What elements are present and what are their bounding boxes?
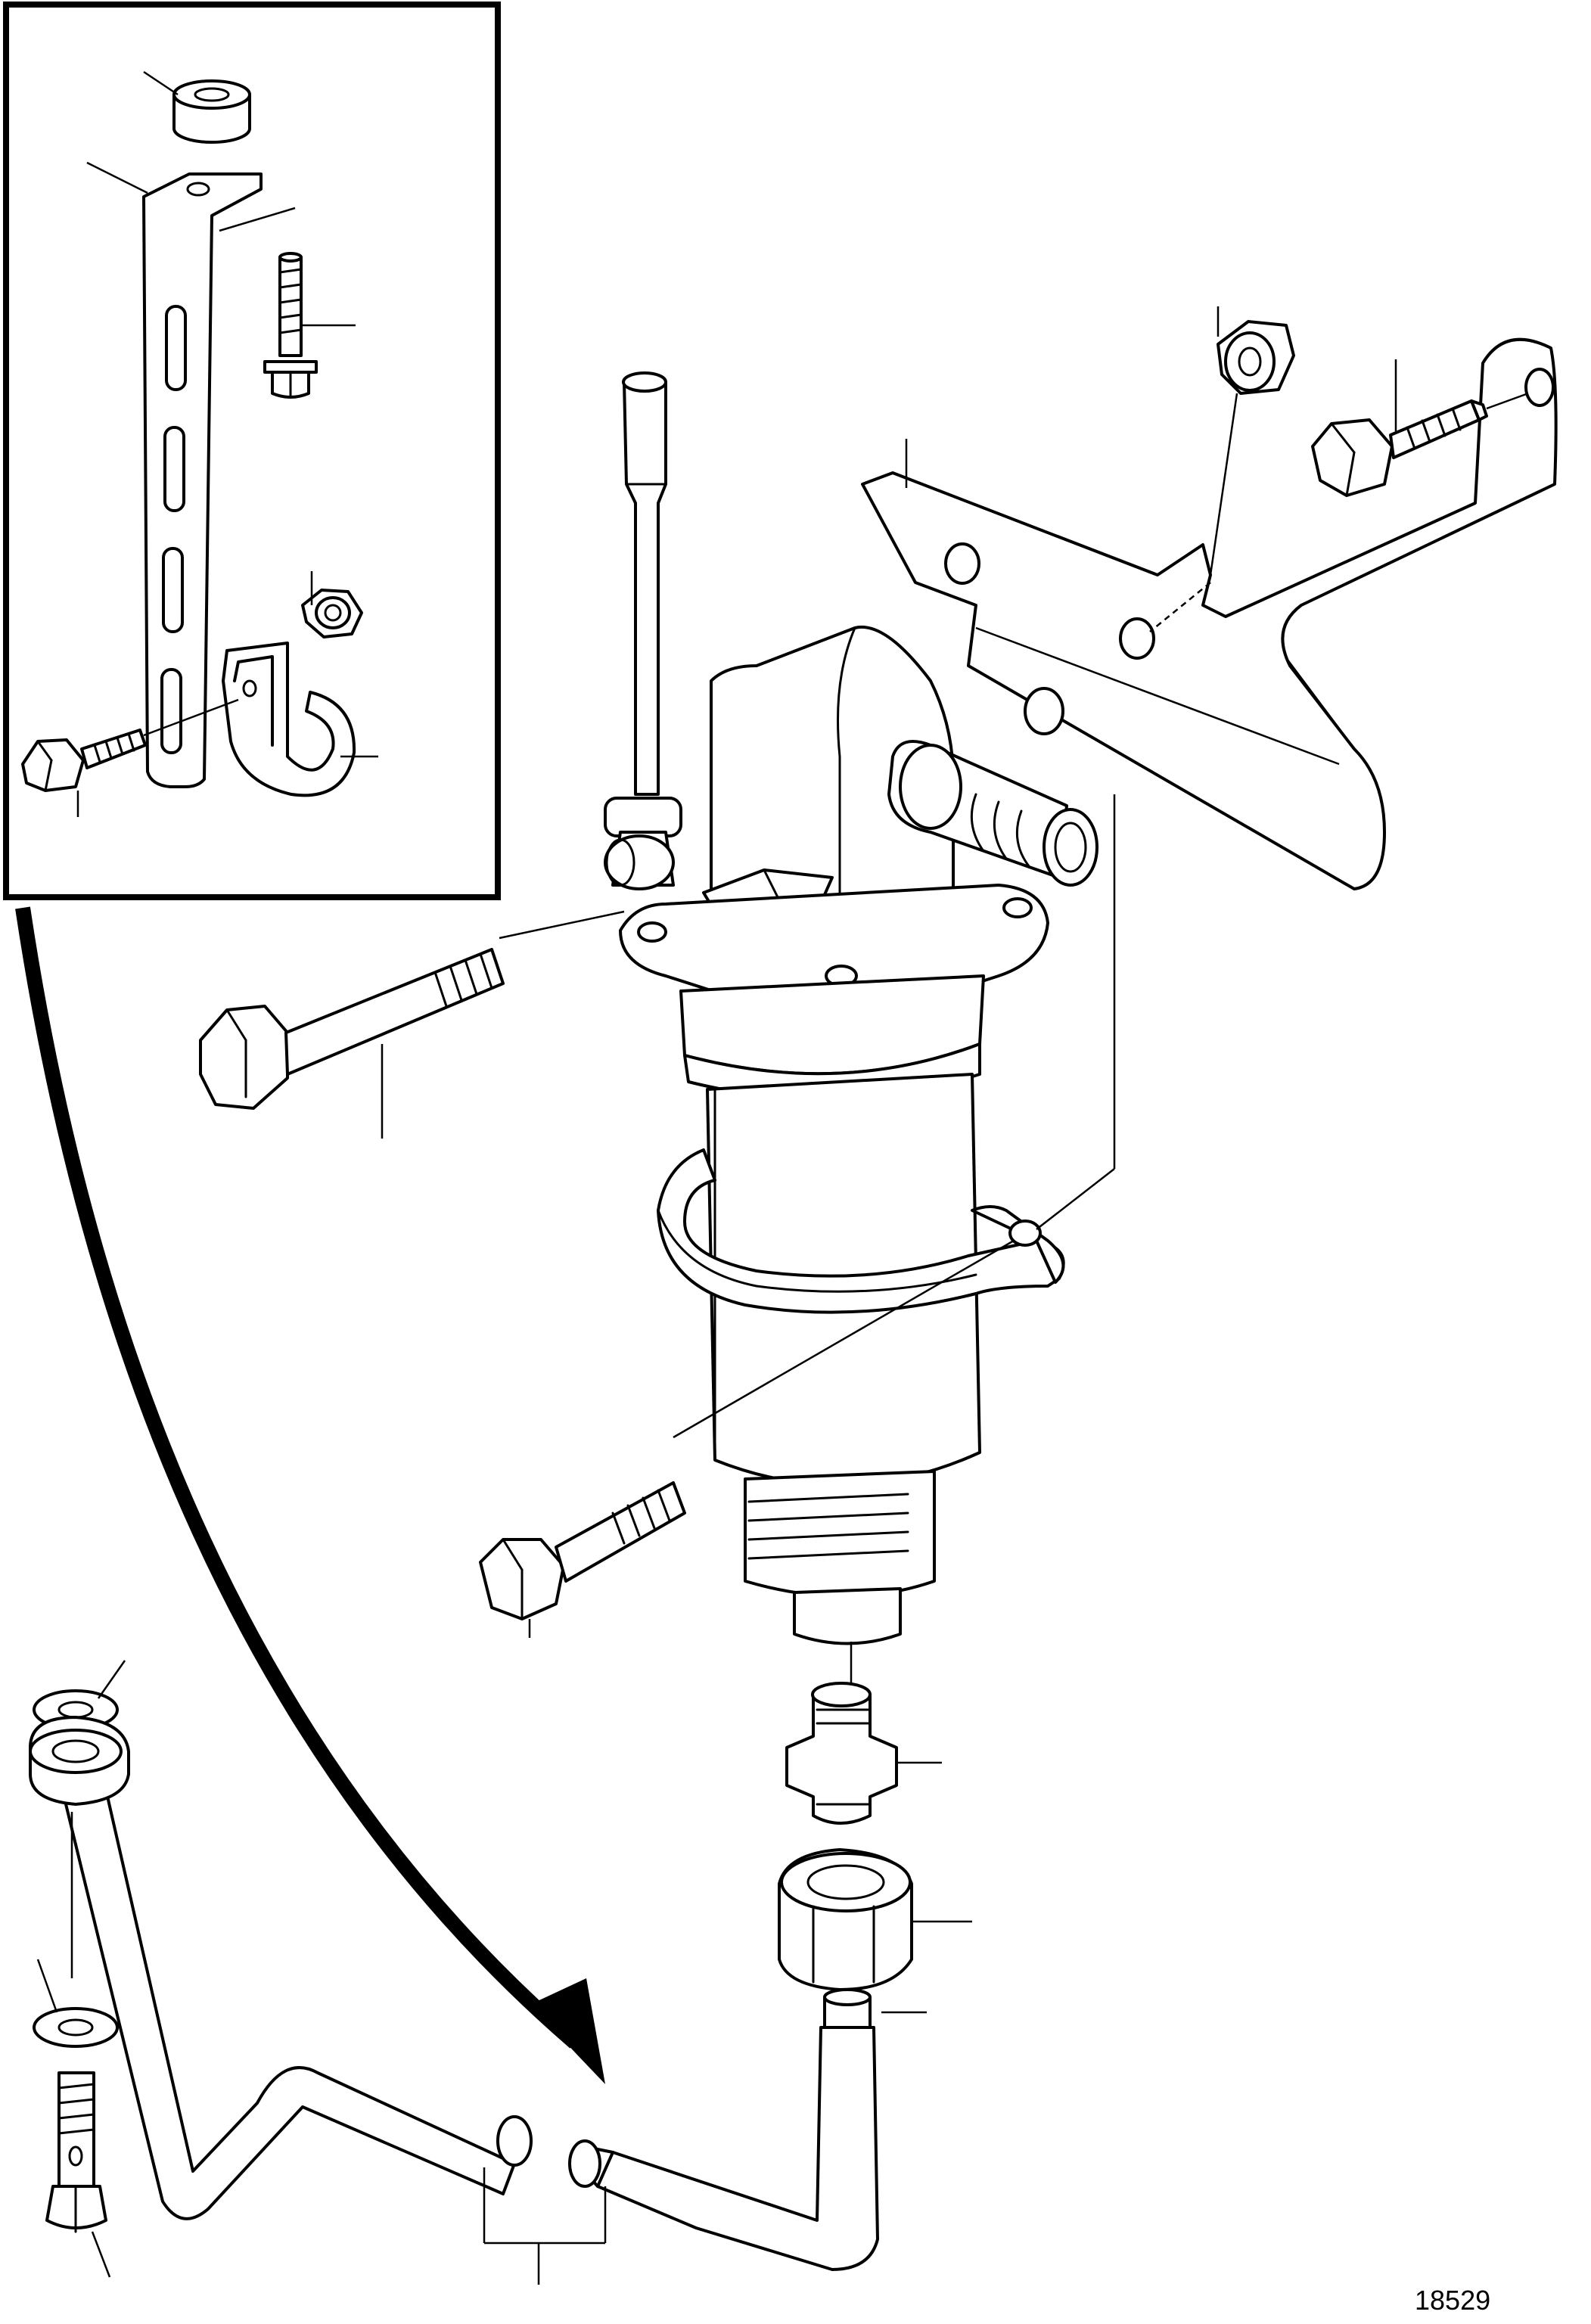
adapter-nipple bbox=[785, 1682, 898, 1825]
hand-pump-rod bbox=[622, 371, 667, 796]
leader-line bbox=[91, 2231, 111, 2278]
inset-spacer-sleeve bbox=[172, 79, 251, 144]
leader-line bbox=[1486, 392, 1529, 410]
inset-hex-screw bbox=[21, 729, 147, 792]
leader-line bbox=[673, 1239, 1015, 1439]
leader-line bbox=[219, 207, 296, 232]
banjo-fitting bbox=[29, 1689, 130, 1806]
inset-flange-bolt bbox=[263, 252, 318, 399]
leader-line bbox=[86, 161, 148, 194]
long-hex-bolt bbox=[199, 948, 505, 1110]
water-drain bbox=[744, 1470, 936, 1645]
hidden-line bbox=[1149, 582, 1211, 632]
fuel-filter-assembly bbox=[604, 371, 1098, 1645]
filter-bowl bbox=[679, 974, 985, 1487]
curved-arrow-icon bbox=[15, 906, 605, 2084]
inset-long-bracket bbox=[142, 172, 263, 788]
strap-band bbox=[657, 1148, 1065, 1314]
leader-line bbox=[36, 1959, 58, 2013]
hex-bolt bbox=[1311, 399, 1488, 497]
leader-line bbox=[97, 1660, 126, 1699]
sealing-washer bbox=[33, 2007, 119, 2048]
figure-number: 18529 bbox=[1415, 2285, 1491, 2316]
leader-line bbox=[1209, 393, 1238, 576]
leader-line bbox=[143, 70, 179, 96]
leader-line bbox=[499, 910, 625, 940]
inset-detail bbox=[3, 2, 501, 900]
flange-nut bbox=[1217, 320, 1295, 395]
union-nut bbox=[778, 1848, 913, 1991]
flange-bolt bbox=[479, 1481, 686, 1620]
bleed-fitting bbox=[604, 797, 682, 890]
inset-pipe-clamp bbox=[222, 642, 356, 797]
leader-line bbox=[143, 698, 239, 737]
banjo-bolt bbox=[45, 2071, 107, 2233]
leader-line bbox=[1036, 1168, 1115, 1230]
fuel-pipe bbox=[51, 1738, 879, 2271]
mounting-bracket bbox=[861, 337, 1558, 890]
outlet-spigot bbox=[887, 740, 1098, 887]
bracket-leader bbox=[483, 2167, 607, 2285]
inset-flange-nut bbox=[301, 589, 363, 638]
